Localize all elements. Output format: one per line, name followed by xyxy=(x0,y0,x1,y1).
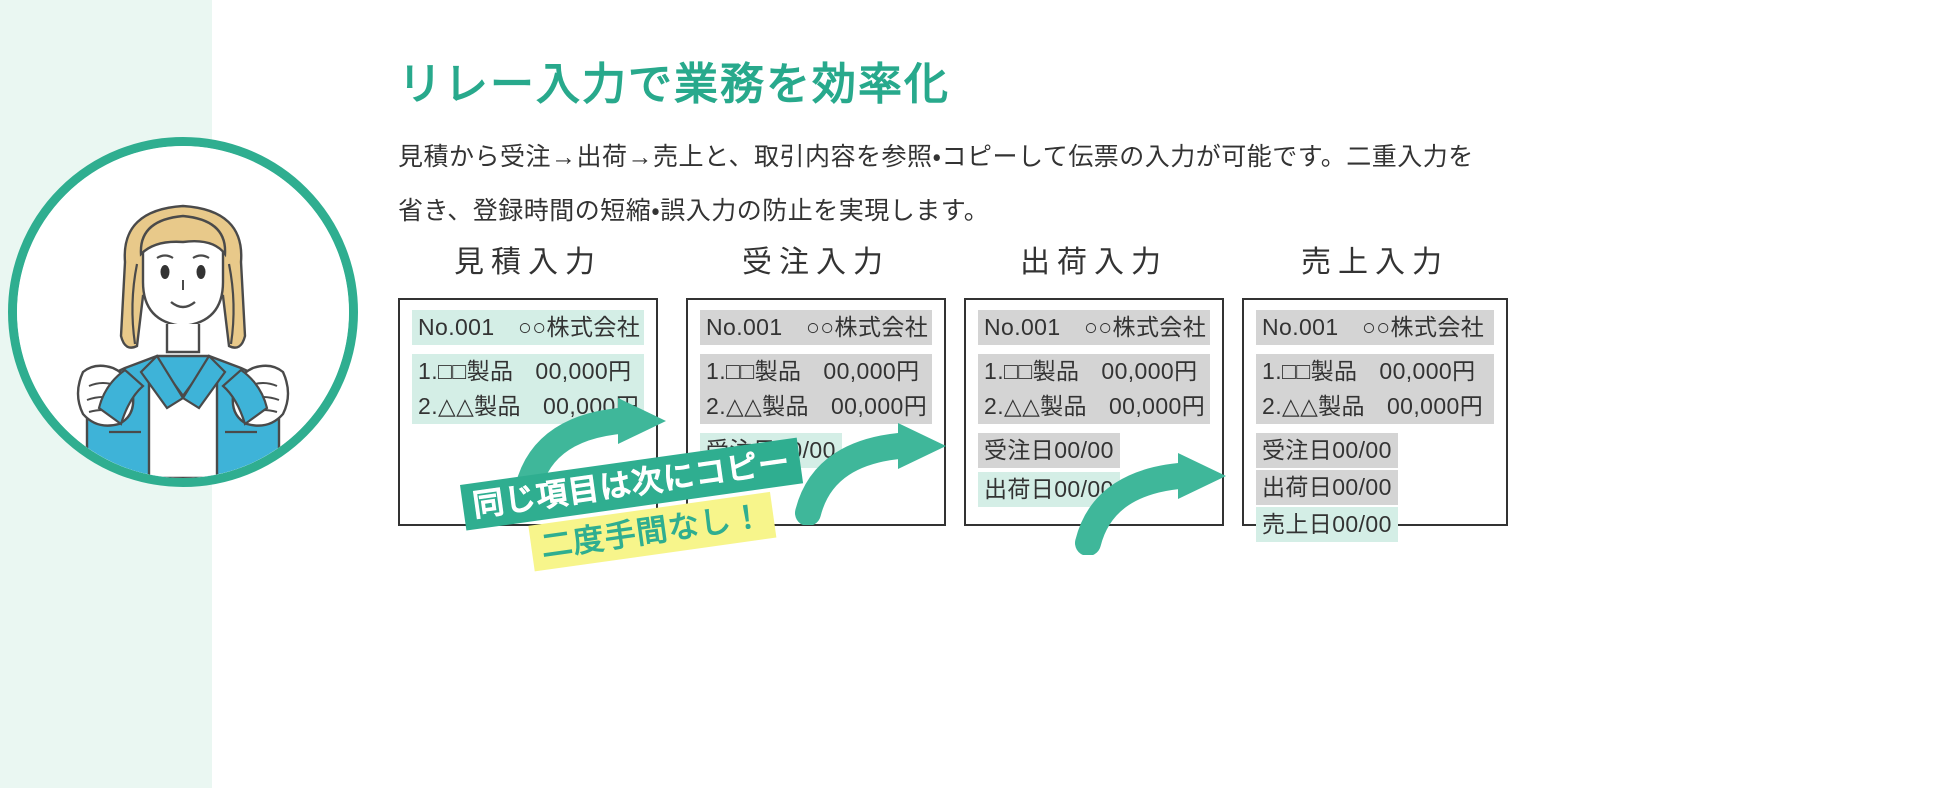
card-row-spacer xyxy=(978,345,1210,354)
flow-step-shukka: 出荷入力 No.001 ○○株式会社 1.□□製品 00,000円 2.△△製品 0… xyxy=(964,240,1224,526)
step-title-uriage: 売上入力 xyxy=(1301,246,1449,279)
card-row-spacer xyxy=(1256,424,1494,433)
card-row-ship-date: 出荷日00/00 xyxy=(978,472,1120,507)
body-line-1: 見積から受注→出荷→売上と、取引内容を参照・コピーして伝票の入力が可能です。二重… xyxy=(398,143,1474,171)
card-row-item-2: 2.△△製品 00,000円 xyxy=(1256,389,1494,424)
card-row-item-2: 2.△△製品 00,000円 xyxy=(978,389,1210,424)
card-row-customer: No.001 ○○株式会社 xyxy=(978,310,1210,345)
card-row-item-1: 1.□□製品 00,000円 xyxy=(1256,354,1494,389)
card-row-item-2: 2.△△製品 00,000円 xyxy=(700,389,932,424)
body-line-2: 省き、登録時間の短縮・誤入力の防止を実現します。 xyxy=(398,197,990,225)
body-copy: 見積から受注→出荷→売上と、取引内容を参照・コピーして伝票の入力が可能です。二重… xyxy=(398,130,1528,238)
card-row-order-date: 受注日00/00 xyxy=(978,433,1120,468)
item-label: 1.□□製品 xyxy=(706,358,802,384)
curved-arrow-icon xyxy=(1075,453,1226,555)
item-amount: 00,000円 xyxy=(1386,393,1484,419)
item-amount: 00,000円 xyxy=(1101,358,1198,384)
step-card-uriage: No.001 ○○株式会社 1.□□製品 00,000円 2.△△製品 00,000… xyxy=(1242,298,1508,542)
avatar xyxy=(8,137,358,487)
card-row-ship-date: 出荷日00/00 xyxy=(1256,470,1398,505)
flow-step-uriage: 売上入力 No.001 ○○株式会社 1.□□製品 00,000円 2.△△製品 0… xyxy=(1242,240,1508,542)
step-title-mitsumori: 見積入力 xyxy=(454,246,602,279)
item-label: 1.□□製品 xyxy=(984,358,1080,384)
item-amount: 00,000円 xyxy=(535,358,632,384)
item-amount: 00,000円 xyxy=(823,358,920,384)
card-row-order-date: 受注日00/00 xyxy=(1256,433,1398,468)
card-row-customer: No.001 ○○株式会社 xyxy=(700,310,932,345)
item-amount: 00,000円 xyxy=(830,393,928,419)
card-row-item-1: 1.□□製品 00,000円 xyxy=(978,354,1210,389)
card-row-customer: No.001 ○○株式会社 xyxy=(1256,310,1494,345)
item-label: 1.□□製品 xyxy=(418,358,514,384)
step-title-shukka: 出荷入力 xyxy=(1020,246,1168,279)
item-label: 2.△△製品 xyxy=(418,393,521,419)
item-label: 2.△△製品 xyxy=(984,393,1087,419)
card-row-customer: No.001 ○○株式会社 xyxy=(412,310,644,345)
card-row-spacer xyxy=(978,424,1210,433)
item-label: 2.△△製品 xyxy=(1262,393,1365,419)
flow-step-juchu: 受注入力 No.001 ○○株式会社 1.□□製品 00,000円 2.△△製品 0… xyxy=(686,240,946,526)
card-row-spacer xyxy=(700,345,932,354)
item-amount: 00,000円 xyxy=(1379,358,1476,384)
person-illustration-icon xyxy=(17,146,349,478)
item-label: 1.□□製品 xyxy=(1262,358,1358,384)
item-amount: 00,000円 xyxy=(1108,393,1206,419)
item-label: 2.△△製品 xyxy=(706,393,809,419)
card-row-spacer xyxy=(412,345,644,354)
card-row-item-1: 1.□□製品 00,000円 xyxy=(700,354,932,389)
avatar-ring xyxy=(8,137,358,487)
page-title: リレー入力で業務を効率化 xyxy=(398,60,950,109)
step-title-juchu: 受注入力 xyxy=(742,246,890,279)
card-row-sales-date: 売上日00/00 xyxy=(1256,507,1398,542)
card-row-spacer xyxy=(1256,345,1494,354)
curved-arrow-icon xyxy=(795,423,946,525)
card-row-item-1: 1.□□製品 00,000円 xyxy=(412,354,644,389)
